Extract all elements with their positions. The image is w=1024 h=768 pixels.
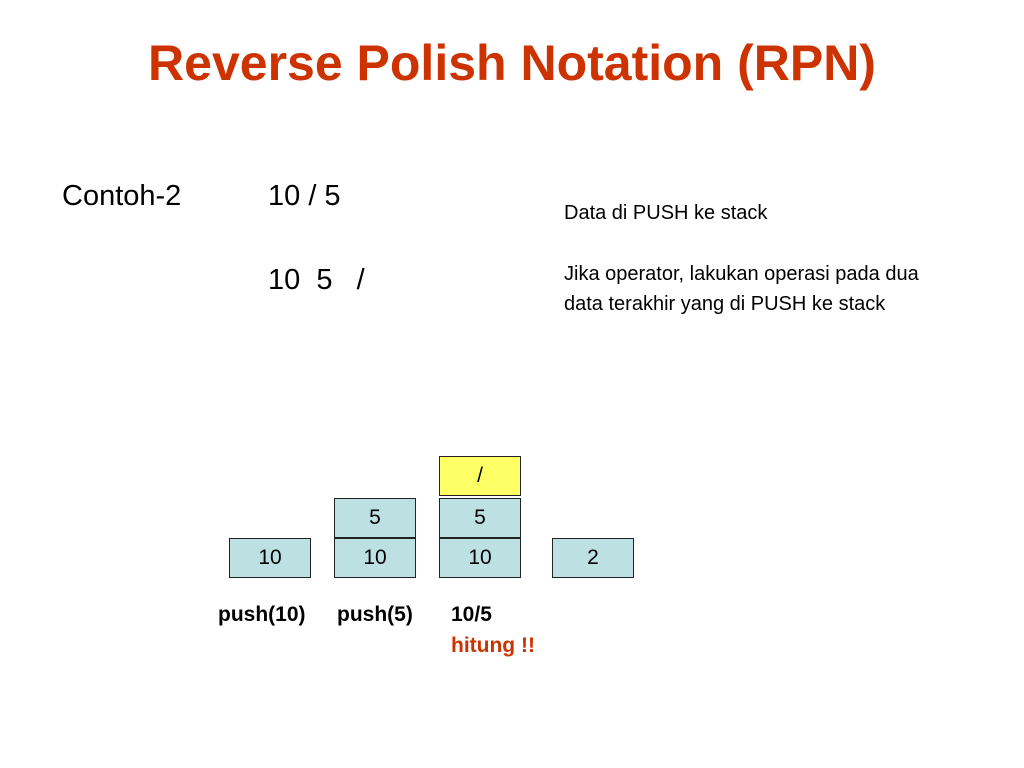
rule-push-text: Data di PUSH ke stack	[564, 202, 768, 224]
stack-3-cell-5: 5	[439, 498, 521, 538]
postfix-expression: 10 5 /	[268, 264, 365, 296]
stack-3-note: hitung !!	[451, 634, 535, 657]
rule-operator-text: Jika operator, lakukan operasi pada dua …	[564, 263, 919, 315]
stack-1-caption: push(10)	[218, 603, 306, 626]
stack-3-cell-10: 10	[439, 538, 521, 578]
example-label: Contoh-2	[62, 180, 182, 212]
stack-3-caption: 10/5	[451, 603, 492, 626]
slide-title: Reverse Polish Notation (RPN)	[148, 35, 876, 91]
stack-2-cell-10: 10	[334, 538, 416, 578]
infix-expression: 10 / 5	[268, 180, 341, 212]
stack-1-cell-10: 10	[229, 538, 311, 578]
stack-3-cell-operator: /	[439, 456, 521, 496]
stack-2-cell-5: 5	[334, 498, 416, 538]
stack-2-caption: push(5)	[337, 603, 413, 626]
stack-4-cell-result: 2	[552, 538, 634, 578]
